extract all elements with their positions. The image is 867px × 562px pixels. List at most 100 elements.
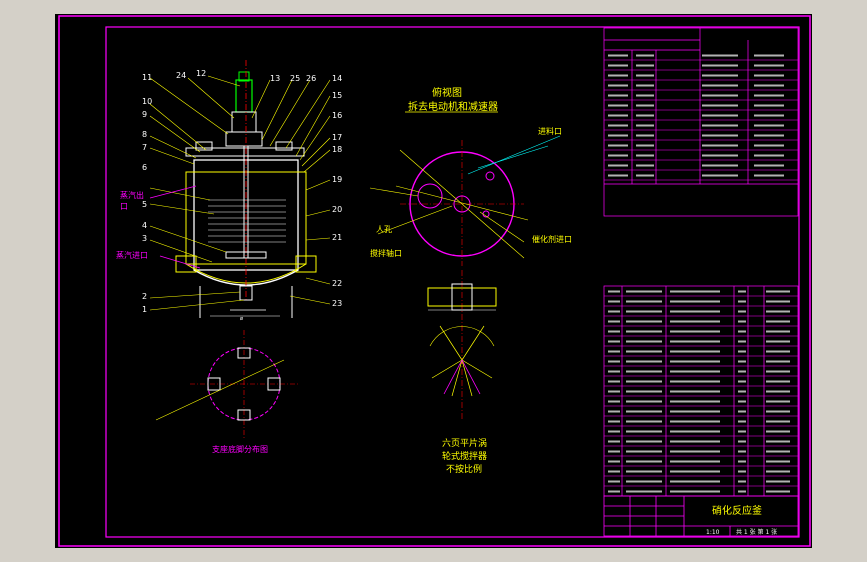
table-cell-text	[702, 64, 738, 67]
table-cell-text	[626, 350, 662, 353]
table-cell-text	[766, 350, 790, 353]
table-cell-text	[670, 460, 720, 463]
title-block-sheets: 共 1 张 第 1 张	[736, 528, 777, 536]
table-cell-text	[702, 124, 738, 127]
table-cell-text	[738, 460, 746, 463]
table-cell-text	[766, 340, 790, 343]
table-cell-text	[766, 480, 790, 483]
table-cell-text	[766, 320, 790, 323]
table-cell-text	[626, 430, 662, 433]
spec-table-cells	[608, 54, 784, 177]
table-cell-text	[608, 370, 620, 373]
support-layout: 支座底脚分布图	[155, 330, 298, 454]
callout-25: 25	[290, 74, 300, 83]
parts-list-cells	[608, 290, 790, 493]
table-cell-text	[766, 330, 790, 333]
table-cell-text	[626, 360, 662, 363]
callout-4: 4	[142, 221, 147, 230]
table-cell-text	[738, 480, 746, 483]
table-cell-text	[608, 84, 628, 87]
table-cell-text	[636, 164, 654, 167]
table-cell-text	[626, 440, 662, 443]
table-cell-text	[754, 94, 784, 97]
agitator-title-3: 不按比例	[446, 463, 482, 475]
callout-numbers: 11 10 9 8 7 6 5 4 3 2 1 24 12 13 25 26 1…	[142, 69, 342, 314]
table-cell-text	[608, 330, 620, 333]
table-cell-text	[636, 154, 654, 157]
table-cell-text	[670, 320, 720, 323]
table-cell-text	[608, 320, 620, 323]
foot-bottom	[237, 409, 251, 421]
table-cell-text	[608, 104, 628, 107]
table-cell-text	[702, 84, 738, 87]
label-steam-outlet-2: 口	[120, 202, 128, 211]
table-cell-text	[636, 54, 654, 57]
title-block	[603, 495, 799, 537]
bottom-outlet	[239, 285, 253, 301]
table-cell-text	[702, 94, 738, 97]
leader-lines	[149, 75, 331, 311]
callout-3: 3	[142, 234, 147, 243]
table-cell-text	[738, 420, 746, 423]
table-cell-text	[766, 490, 790, 493]
table-cell-text	[636, 64, 654, 67]
table-cell-text	[636, 104, 654, 107]
callout-7: 7	[142, 143, 147, 152]
table-cell-text	[608, 490, 620, 493]
agitator-title-2: 轮式搅拌器	[442, 450, 487, 462]
callout-22: 22	[332, 279, 342, 288]
table-cell-text	[670, 340, 720, 343]
table-cell-text	[754, 164, 784, 167]
table-cell-text	[754, 74, 784, 77]
callout-6: 6	[142, 163, 147, 172]
table-cell-text	[608, 134, 628, 137]
table-cell-text	[766, 290, 790, 293]
top-view: 俯视图 拆去电动机和减速器 进料口 人孔 搅拌轴口 催化剂进口	[369, 86, 572, 266]
table-cell-text	[608, 124, 628, 127]
table-cell-text	[702, 114, 738, 117]
table-cell-text	[608, 460, 620, 463]
table-cell-text	[608, 144, 628, 147]
table-cell-text	[670, 470, 720, 473]
callout-2: 2	[142, 292, 147, 301]
table-cell-text	[702, 134, 738, 137]
lug-left	[175, 255, 197, 273]
label-catalyst-inlet: 催化剂进口	[532, 234, 572, 244]
table-cell-text	[608, 94, 628, 97]
table-cell-text	[636, 74, 654, 77]
impeller	[225, 251, 267, 259]
table-cell-text	[754, 174, 784, 177]
spec-table	[603, 27, 799, 217]
lug-right	[295, 255, 317, 273]
heating-coil	[208, 199, 286, 243]
top-flange	[185, 147, 305, 157]
table-cell-text	[626, 460, 662, 463]
callout-15: 15	[332, 91, 342, 100]
table-cell-text	[608, 390, 620, 393]
callout-9: 9	[142, 110, 147, 119]
drawing-sheet	[55, 14, 812, 548]
foot-top	[237, 347, 251, 359]
table-cell-text	[766, 300, 790, 303]
callout-14: 14	[332, 74, 342, 83]
table-cell-text	[766, 360, 790, 363]
top-view-subtitle: 拆去电动机和减速器	[408, 100, 498, 113]
table-cell-text	[766, 380, 790, 383]
table-cell-text	[754, 134, 784, 137]
table-cell-text	[608, 310, 620, 313]
table-cell-text	[636, 94, 654, 97]
table-cell-text	[636, 144, 654, 147]
table-cell-text	[754, 124, 784, 127]
table-cell-text	[702, 174, 738, 177]
table-cell-text	[608, 420, 620, 423]
table-cell-text	[670, 300, 720, 303]
table-cell-text	[738, 370, 746, 373]
table-cell-text	[738, 440, 746, 443]
table-cell-text	[608, 350, 620, 353]
table-cell-text	[702, 104, 738, 107]
callout-21: 21	[332, 233, 342, 242]
table-cell-text	[608, 114, 628, 117]
table-cell-text	[608, 74, 628, 77]
table-cell-text	[626, 290, 662, 293]
table-cell-text	[738, 450, 746, 453]
